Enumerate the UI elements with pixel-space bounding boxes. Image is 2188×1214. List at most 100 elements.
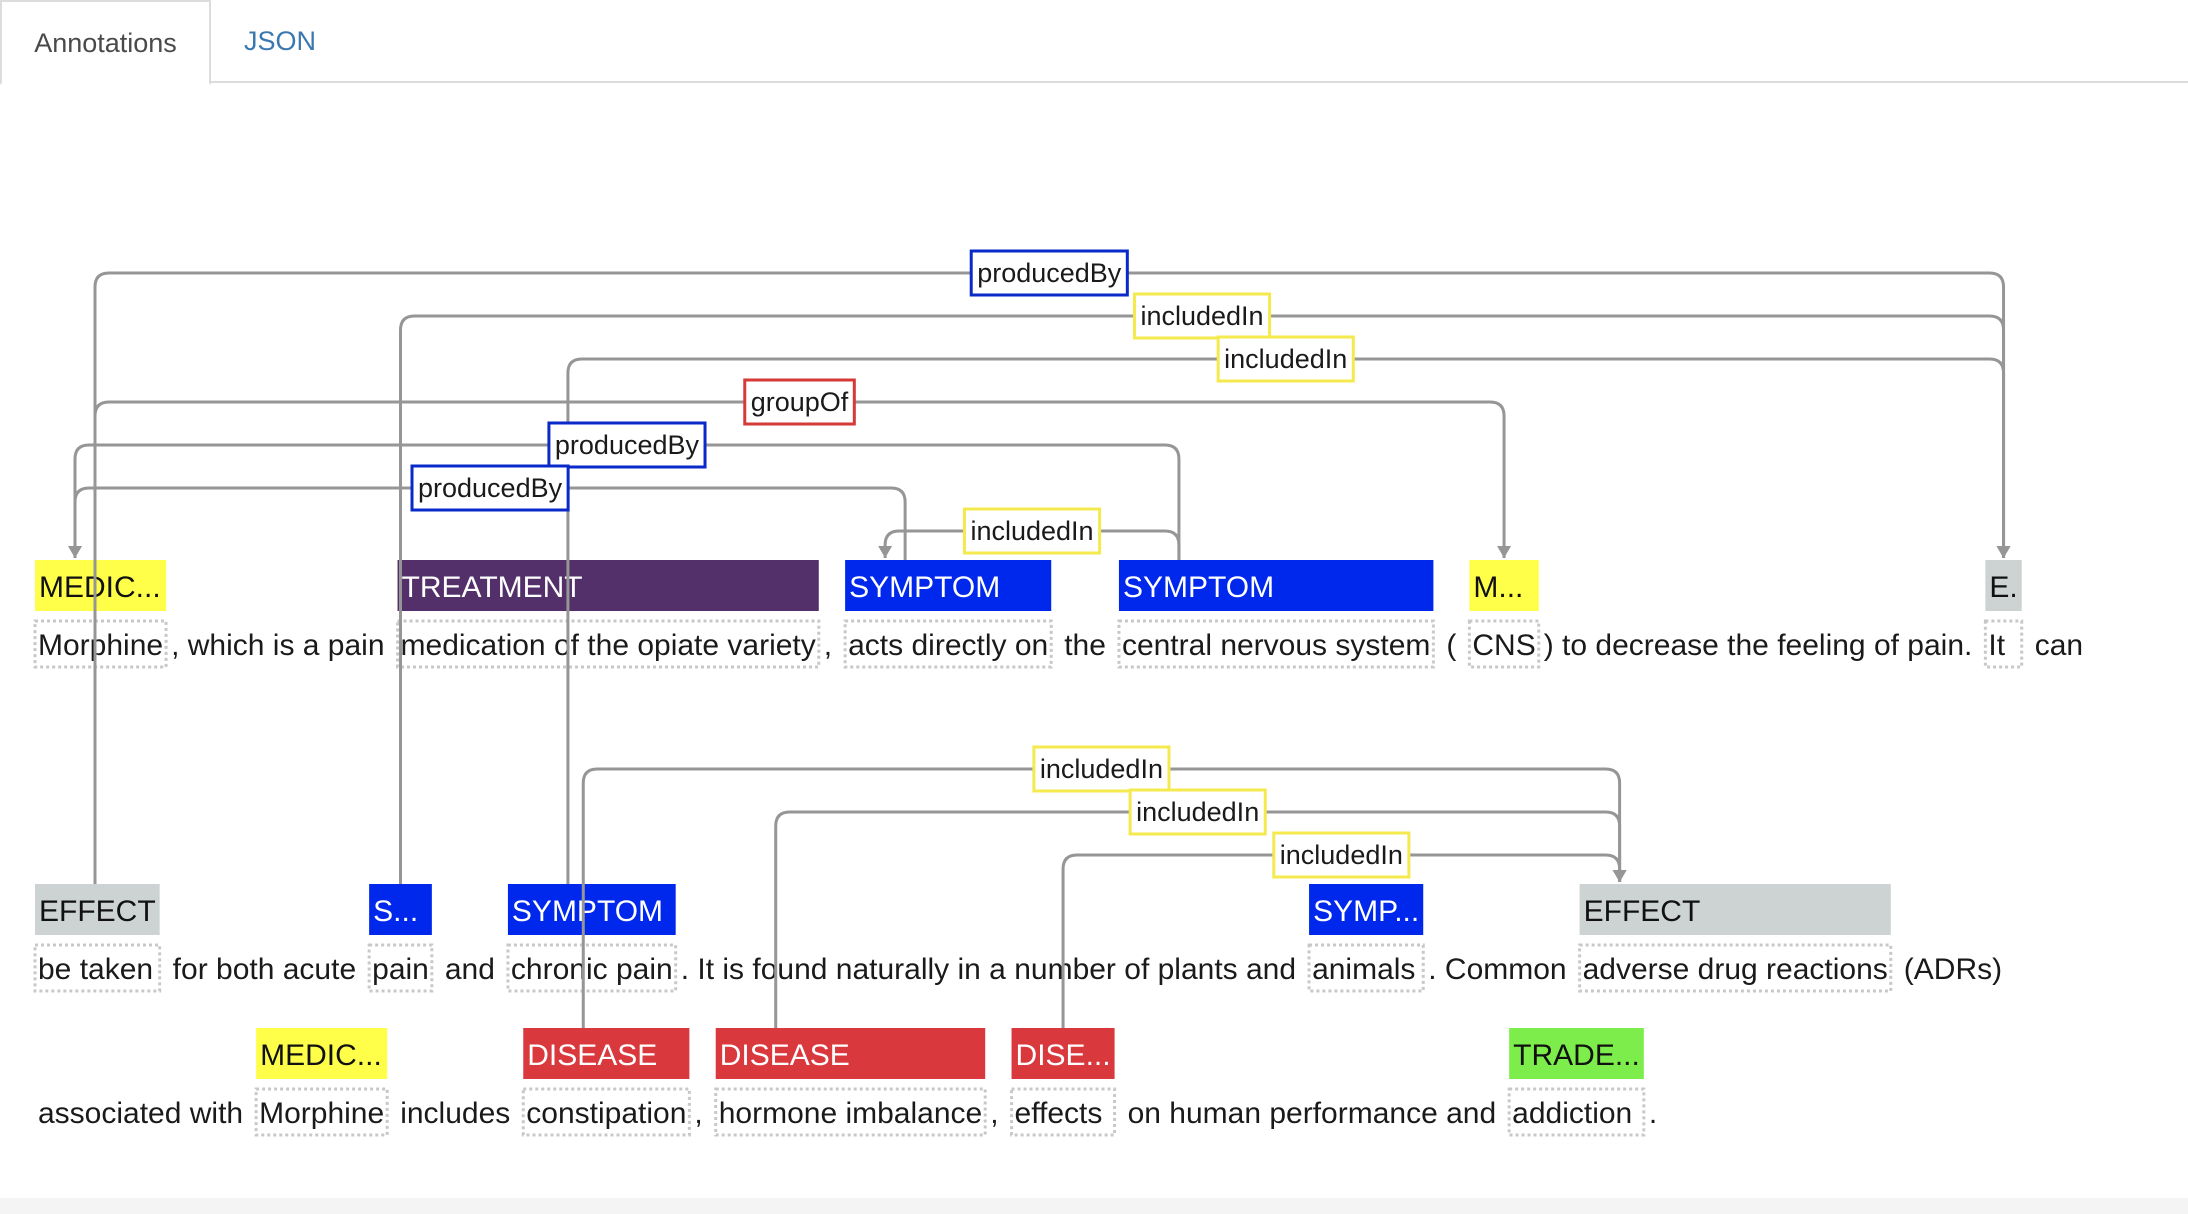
entity-text: It — [1988, 629, 2005, 662]
entity-text: animals — [1312, 953, 1415, 986]
entity-label-box[interactable] — [715, 1028, 986, 1079]
relation-arc-includedin[interactable]: includedIn — [878, 507, 1181, 560]
entity-label-box[interactable] — [1579, 884, 1891, 935]
entity-it[interactable]: E.It — [1983, 560, 2024, 669]
entity-label-box[interactable] — [845, 560, 1052, 611]
entity-label-box[interactable] — [1985, 560, 2022, 611]
relation-label: groupOf — [751, 387, 849, 417]
entity-label-box[interactable] — [1118, 560, 1434, 611]
relation-arc-includedin[interactable]: includedIn — [566, 335, 2011, 884]
relation-label-box[interactable] — [410, 464, 570, 512]
entity-label-box[interactable] — [1309, 884, 1424, 935]
entity-label: DISEASE — [527, 1039, 657, 1072]
entity-adverse-drug-reactions[interactable]: EFFECT adverse drug reactions — [1578, 884, 1893, 993]
relation-label-box[interactable] — [1272, 831, 1411, 879]
entity-underline — [396, 619, 821, 669]
relation-line — [581, 767, 1622, 1028]
entity-morphine[interactable]: MEDIC...Morphine — [254, 1028, 389, 1137]
entity-central-nervous-system[interactable]: SYMPTOM central nervous system — [1117, 560, 1435, 669]
entity-label: EFFECT — [1584, 895, 1701, 928]
plain-text: for both acute — [173, 953, 356, 986]
plain-text: includes — [400, 1097, 510, 1130]
relation-arc-includedin[interactable]: includedIn — [1061, 831, 1627, 1028]
plain-text: . Common — [1428, 953, 1566, 986]
relation-label: includedIn — [1140, 301, 1263, 331]
entity-underline — [506, 943, 678, 993]
relation-label-box[interactable] — [1032, 745, 1171, 793]
relation-label-box[interactable] — [962, 507, 1102, 555]
plain-text: ) to decrease the feeling of pain. — [1544, 629, 1973, 662]
relation-label-box[interactable] — [1128, 788, 1267, 836]
relation-arc-producedby[interactable]: producedBy — [93, 249, 2011, 560]
entity-label: S... — [373, 895, 418, 928]
entity-label-box[interactable] — [35, 560, 167, 611]
entity-text: chronic pain — [511, 953, 673, 986]
entity-label-box[interactable] — [507, 884, 676, 935]
relation-arc-includedin[interactable]: includedIn — [774, 788, 1627, 1028]
entity-text: acts directly on — [848, 629, 1048, 662]
tab-annotations[interactable]: Annotations — [0, 0, 211, 85]
relation-line — [1061, 853, 1622, 1028]
text-span: . It is found naturally in a number of p… — [681, 953, 1296, 986]
entity-label-box[interactable] — [256, 1028, 388, 1079]
entity-label-box[interactable] — [35, 884, 160, 935]
entity-animals[interactable]: SYMP...animals — [1307, 884, 1425, 993]
entity-label: SYMPTOM — [1123, 571, 1274, 604]
relation-label-box[interactable] — [969, 249, 1129, 297]
entity-label-box[interactable] — [1509, 1028, 1644, 1079]
text-span: . — [1649, 1097, 1657, 1130]
arrow-head-icon — [1497, 546, 1512, 558]
entity-text: medication of the opiate variety — [401, 629, 816, 662]
arrow-head-icon — [1612, 870, 1627, 882]
relation-arc-producedby[interactable]: producedBy — [68, 464, 907, 560]
relation-arc-includedin[interactable]: includedIn — [399, 292, 2011, 884]
entity-cns[interactable]: M...CNS — [1467, 560, 1541, 669]
entity-text: Morphine — [38, 629, 163, 662]
relation-label: producedBy — [555, 430, 700, 460]
text-span: . Common — [1428, 953, 1566, 986]
arrow-head-icon — [1996, 546, 2011, 558]
entity-addiction[interactable]: TRADE...addiction — [1507, 1028, 1646, 1137]
text-span: , — [990, 1097, 998, 1130]
plain-text: on human performance and — [1128, 1097, 1497, 1130]
plain-text: (ADRs) — [1904, 953, 2002, 986]
entity-label-box[interactable] — [397, 560, 819, 611]
entity-text: adverse drug reactions — [1583, 953, 1888, 986]
entity-label-box[interactable] — [1469, 560, 1539, 611]
bottom-strip — [0, 1198, 2188, 1214]
relation-label-box[interactable] — [1216, 335, 1355, 383]
tab-json[interactable]: JSON — [243, 26, 316, 56]
relation-arc-producedby[interactable]: producedBy — [68, 421, 1181, 560]
relation-label: includedIn — [1136, 797, 1259, 827]
relation-label-box[interactable] — [743, 378, 856, 426]
entity-underline — [1507, 1087, 1646, 1137]
entity-label-box[interactable] — [369, 884, 432, 935]
plain-text: can — [2035, 629, 2083, 662]
entity-pain[interactable]: S...pain — [367, 884, 434, 993]
relation-label-box[interactable] — [1132, 292, 1272, 340]
entity-effects[interactable]: DISE...effects — [1010, 1028, 1117, 1137]
plain-text: associated with — [38, 1097, 243, 1130]
relation-arc-groupof[interactable]: groupOf — [93, 378, 1512, 884]
entity-underline — [1117, 619, 1435, 669]
relation-label: includedIn — [1280, 840, 1403, 870]
text-span: on human performance and — [1128, 1097, 1497, 1130]
entity-label: MEDIC... — [39, 571, 161, 604]
entity-label-box[interactable] — [1011, 1028, 1115, 1079]
relation-label-box[interactable] — [547, 421, 707, 469]
entity-underline — [367, 943, 434, 993]
entity-label: EFFECT — [39, 895, 156, 928]
entity-morphine[interactable]: MEDIC... Morphine — [33, 560, 168, 669]
entity-label-box[interactable] — [523, 1028, 690, 1079]
entity-underline — [1010, 1087, 1117, 1137]
text-span: can — [2035, 629, 2083, 662]
text-span: for both acute — [173, 953, 356, 986]
entity-text: central nervous system — [1122, 629, 1430, 662]
entity-underline — [33, 943, 162, 993]
